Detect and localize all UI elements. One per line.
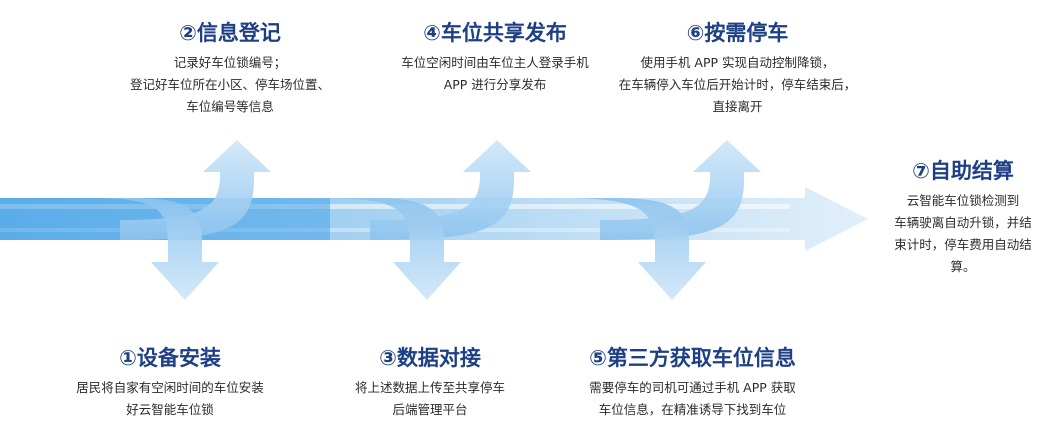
branch-arrow-5 xyxy=(560,198,706,300)
step-text-line: 使用手机 APP 实现自动控制降锁， xyxy=(640,55,835,70)
step-6: ⑥按需停车 使用手机 APP 实现自动控制降锁， 在车辆停入车位后开始计时，停车… xyxy=(595,20,880,118)
step-title: ⑥按需停车 xyxy=(686,21,789,45)
step-text-line: 车位空闲时间由车位主人登录手机 xyxy=(401,55,589,70)
step-text-line: 需要停车的司机可通过手机 APP 获取 xyxy=(589,380,796,395)
step-text-line: 后端管理平台 xyxy=(392,402,468,417)
step-title: ④车位共享发布 xyxy=(423,21,567,45)
step-text-line: 直接离开 xyxy=(712,99,763,114)
step-text-line: 在车辆停入车位后开始计时，停车结束后， xyxy=(618,77,857,92)
step-text-line: 好云智能车位锁 xyxy=(126,402,214,417)
branch-arrow-3 xyxy=(320,198,461,300)
step-title: ③数据对接 xyxy=(379,346,481,370)
step-7: ⑦自助结算 云智能车位锁检测到 车辆驶离自动升锁，并结 束计时，停车费用自动结 … xyxy=(868,158,1058,278)
step-text-line: 登记好车位所在小区、停车场位置、 xyxy=(129,77,330,92)
step-text-line: 记录好车位锁编号； xyxy=(173,55,287,70)
step-text-line: APP 进行分享发布 xyxy=(443,77,547,92)
step-title: ①设备安装 xyxy=(119,346,221,370)
step-text-line: 束计时，停车费用自动结 xyxy=(894,237,1032,252)
branch-arrow-2 xyxy=(120,140,271,240)
branch-arrow-1 xyxy=(90,198,219,300)
step-text-line: 算。 xyxy=(950,259,976,274)
step-title: ⑦自助结算 xyxy=(912,159,1014,183)
step-1: ①设备安装 居民将自家有空闲时间的车位安装 好云智能车位锁 xyxy=(55,345,285,421)
branch-arrow-6 xyxy=(600,140,761,240)
branch-arrow-4 xyxy=(370,140,531,240)
step-5: ⑤第三方获取车位信息 需要停车的司机可通过手机 APP 获取 车位信息，在精准诱… xyxy=(565,345,820,421)
step-title: ②信息登记 xyxy=(179,21,281,45)
step-4: ④车位共享发布 车位空闲时间由车位主人登录手机 APP 进行分享发布 xyxy=(375,20,615,96)
step-text-line: 居民将自家有空闲时间的车位安装 xyxy=(76,380,264,395)
step-text-line: 车辆驶离自动升锁，并结 xyxy=(894,215,1032,230)
step-text-line: 将上述数据上传至共享停车 xyxy=(354,380,505,395)
step-3: ③数据对接 将上述数据上传至共享停车 后端管理平台 xyxy=(320,345,540,421)
step-2: ②信息登记 记录好车位锁编号； 登记好车位所在小区、停车场位置、 车位编号等信息 xyxy=(110,20,350,118)
step-text-line: 车位编号等信息 xyxy=(186,99,274,114)
step-text-line: 车位信息，在精准诱导下找到车位 xyxy=(598,402,787,417)
step-text-line: 云智能车位锁检测到 xyxy=(906,193,1020,208)
step-title: ⑤第三方获取车位信息 xyxy=(589,346,796,370)
